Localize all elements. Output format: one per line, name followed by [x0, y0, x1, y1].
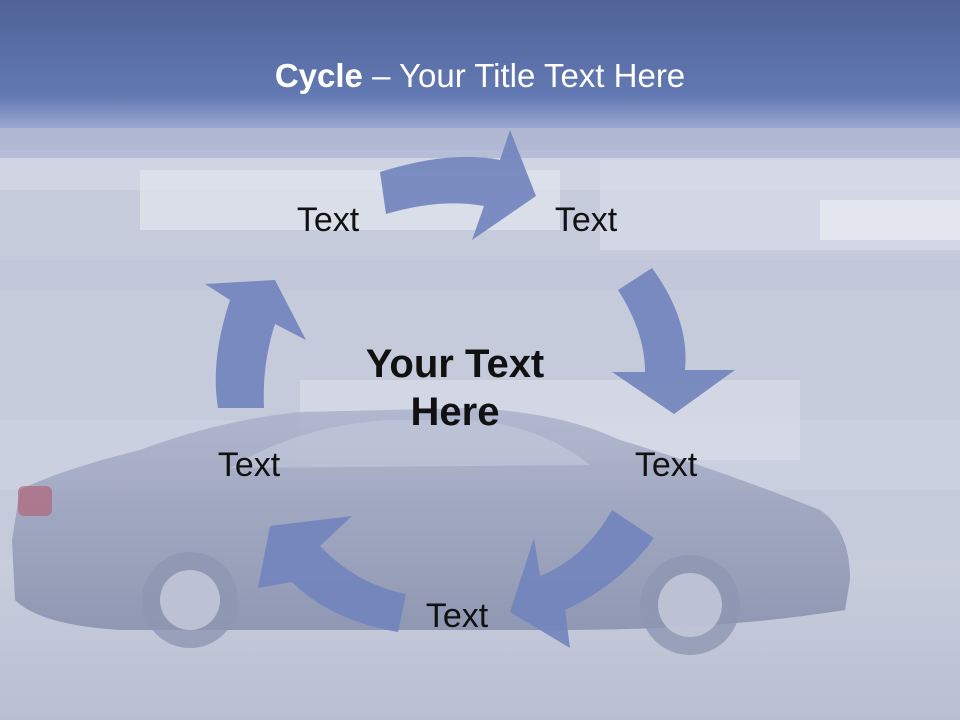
arrow-left: [205, 280, 306, 408]
node-label-top-left: Text: [296, 201, 360, 239]
node-label-left: Text: [217, 446, 281, 484]
title-rest: – Your Title Text Here: [362, 57, 686, 94]
node-label-right: Text: [634, 446, 698, 484]
title-bold: Cycle: [274, 57, 363, 94]
node-label-top-right: Text: [554, 201, 618, 239]
arrow-top: [380, 130, 536, 240]
node-label-bottom: Text: [425, 597, 489, 635]
slide-title: Cycle – Your Title Text Here: [0, 54, 960, 98]
arrow-right: [612, 268, 735, 414]
arrow-bottom-right: [510, 510, 654, 648]
center-text-line2: Here: [410, 390, 500, 434]
center-text: Your Text Here: [330, 340, 580, 436]
arrow-bottom-left: [258, 516, 406, 632]
center-text-line1: Your Text: [365, 342, 545, 386]
